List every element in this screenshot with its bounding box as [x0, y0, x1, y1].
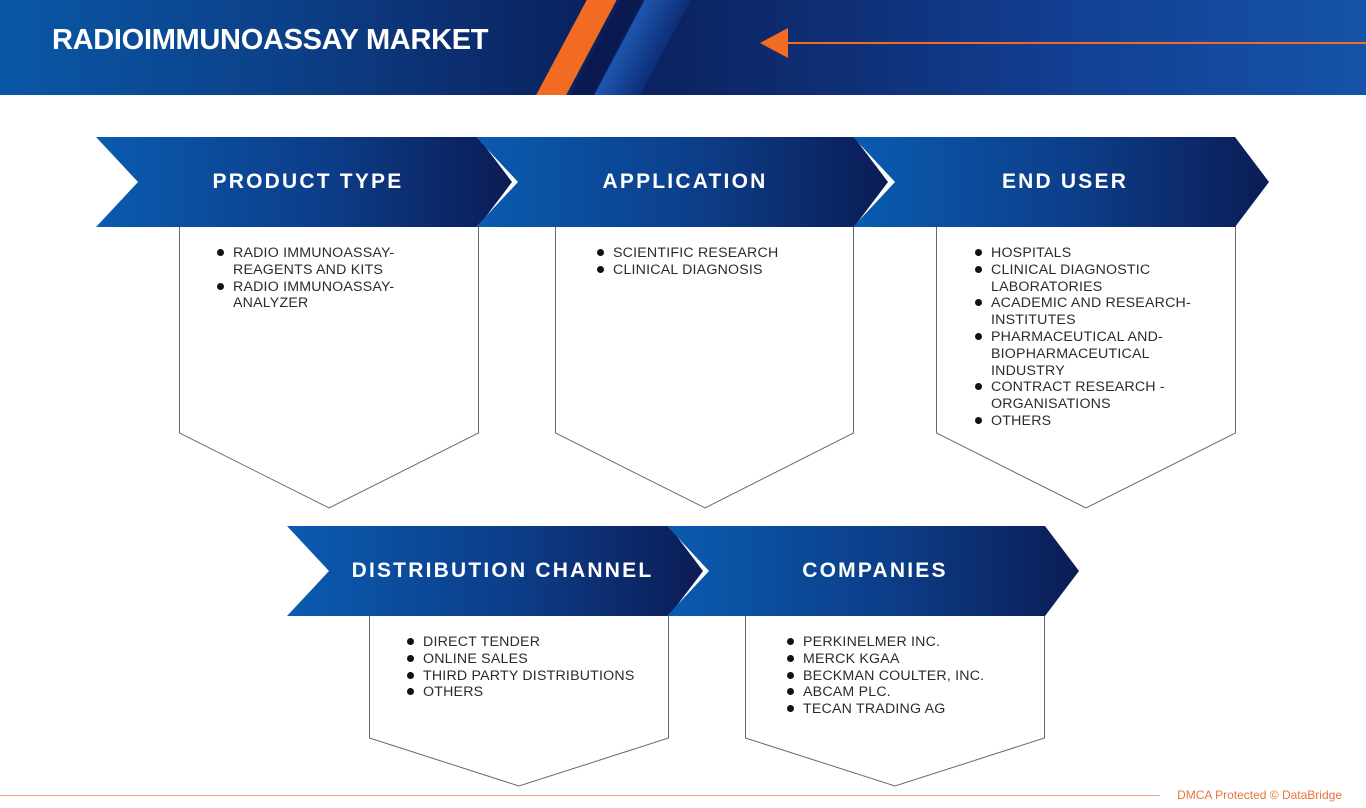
list-item: ONLINE SALES	[405, 651, 655, 668]
segment-heading-application: APPLICATION	[602, 170, 768, 193]
segment-chevron-product-type	[96, 137, 512, 227]
list-item: HOSPITALS	[973, 245, 1223, 262]
list-item: CONTRACT RESEARCH -ORGANISATIONS	[973, 379, 1223, 413]
list-item: RADIO IMMUNOASSAY-REAGENTS AND KITS	[215, 245, 415, 279]
list-item: TECAN TRADING AG	[785, 701, 1035, 718]
list-item: BECKMAN COULTER, INC.	[785, 668, 1035, 685]
header-banner: RADIOIMMUNOASSAY MARKET	[0, 0, 1366, 95]
list-item: ACADEMIC AND RESEARCH-INSTITUTES	[973, 295, 1223, 329]
list-item: MERCK KGAA	[785, 651, 1035, 668]
segment-heading-product-type: PRODUCT TYPE	[212, 170, 404, 193]
segment-item-list: HOSPITALS CLINICAL DIAGNOSTIC LABORATORI…	[973, 245, 1223, 430]
list-item: OTHERS	[405, 684, 655, 701]
list-item: SCIENTIFIC RESEARCH	[595, 245, 825, 262]
list-item: THIRD PARTY DISTRIBUTIONS	[405, 668, 655, 685]
segment-item-list: DIRECT TENDER ONLINE SALES THIRD PARTY D…	[405, 634, 655, 701]
list-item: OTHERS	[973, 413, 1223, 430]
segment-chevron-application	[476, 137, 888, 227]
segment-heading-end-user: END USER	[1001, 170, 1129, 193]
list-item: ABCAM PLC.	[785, 684, 1035, 701]
list-item: CLINICAL DIAGNOSTIC LABORATORIES	[973, 262, 1223, 296]
list-item: DIRECT TENDER	[405, 634, 655, 651]
segment-item-list: RADIO IMMUNOASSAY-REAGENTS AND KITS RADI…	[215, 245, 415, 312]
list-item: PHARMACEUTICAL AND-BIOPHARMACEUTICAL IND…	[973, 329, 1223, 379]
list-item: RADIO IMMUNOASSAY-ANALYZER	[215, 279, 415, 313]
segment-item-list: SCIENTIFIC RESEARCH CLINICAL DIAGNOSIS	[595, 245, 825, 279]
segment-chevron-end-user	[853, 137, 1269, 227]
segment-heading-distribution-channel: DISTRIBUTION CHANNEL	[351, 559, 654, 582]
list-item: CLINICAL DIAGNOSIS	[595, 262, 825, 279]
page-title: RADIOIMMUNOASSAY MARKET	[52, 24, 489, 56]
segment-chevron-distribution-channel	[287, 526, 703, 616]
list-item: PERKINELMER INC.	[785, 634, 1035, 651]
segment-chevron-companies	[667, 526, 1079, 616]
footer-divider	[0, 795, 1160, 796]
segment-item-list: PERKINELMER INC. MERCK KGAA BECKMAN COUL…	[785, 634, 1035, 718]
segment-heading-companies: COMPANIES	[802, 559, 948, 582]
arrow-left-icon	[760, 28, 1366, 58]
footer-copyright: DMCA Protected © DataBridge	[1177, 788, 1342, 802]
